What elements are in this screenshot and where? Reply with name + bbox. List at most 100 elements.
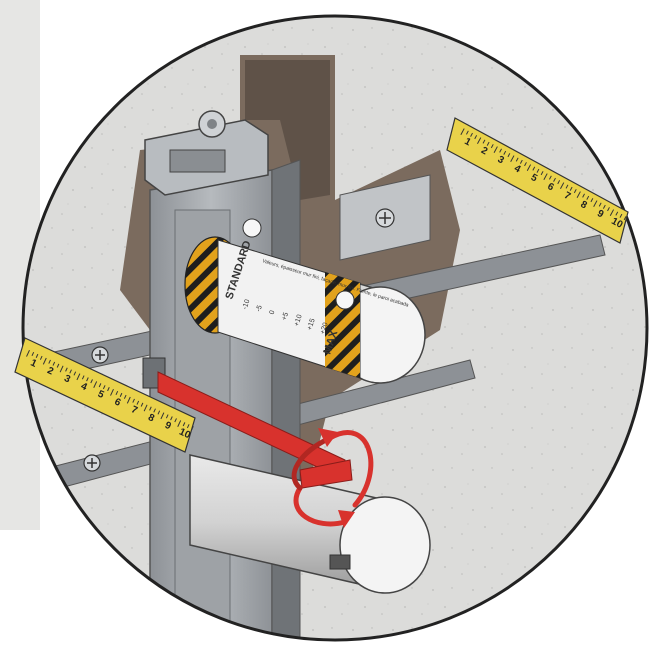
ruler-left-number: 8	[146, 412, 156, 425]
label-scale-value: +15	[306, 318, 316, 332]
ruler-left-tick	[140, 402, 144, 407]
screw-plate-right	[339, 174, 431, 261]
ruler-right-tick	[507, 153, 511, 158]
ruler-left-tick	[115, 390, 119, 395]
ruler-left-tick	[165, 414, 169, 419]
ruler-right-tick	[526, 164, 532, 171]
label-scale-value: -5	[255, 304, 264, 312]
ruler-left-tick	[119, 392, 123, 397]
ruler-right-number: 4	[512, 163, 523, 176]
ruler-left-number: 3	[62, 373, 72, 386]
ruler-right-tick	[477, 137, 482, 144]
ruler-left-number: 9	[163, 420, 173, 433]
ruler-left-tick	[123, 394, 127, 399]
label-scale-value: +10	[293, 314, 303, 328]
alignment-arrow	[157, 371, 353, 489]
ruler-left-tick	[81, 375, 85, 380]
ruler-left-tick	[170, 416, 173, 421]
ruler-right-number: 7	[562, 190, 573, 203]
lower-cylinder-slot	[329, 554, 351, 570]
ruler-left-number: 2	[45, 365, 55, 378]
ruler-right-tick	[615, 211, 619, 216]
ruler-left-tick	[52, 361, 56, 366]
ruler-right-tick	[607, 207, 610, 212]
ruler-left-tick	[76, 373, 81, 381]
ruler-right-number: 2	[479, 145, 490, 158]
ruler-right-tick	[549, 175, 552, 180]
ruler-right-tick	[519, 159, 523, 164]
ruler-right-tick	[493, 146, 498, 153]
ruler-right-tick	[510, 155, 515, 162]
ruler-left-tick	[143, 404, 148, 412]
ruler-left-tick	[107, 387, 110, 392]
ruler-left-tick	[93, 381, 98, 388]
ruler-left-tick	[31, 351, 35, 356]
ruler-left-tick	[48, 359, 51, 364]
ruler-right-tick	[474, 135, 478, 140]
rotate-icon	[291, 430, 374, 527]
ruler-left-tick	[177, 420, 182, 427]
ruler-left-number: 4	[79, 381, 89, 394]
screw-plate-left-lower	[83, 454, 101, 472]
ruler-right-tick	[565, 184, 569, 189]
ruler-right-tick	[532, 166, 536, 171]
ruler-right-tick	[515, 157, 519, 162]
ruler-right-tick	[569, 186, 573, 191]
ruler-left-tick	[132, 398, 135, 403]
ruler-left-tick	[191, 426, 194, 431]
ruler-right-tick	[573, 189, 577, 194]
ruler-left-tick	[73, 371, 77, 376]
ruler-left-number: 6	[113, 396, 123, 409]
ruler-right-tick	[619, 213, 623, 218]
ruler-right-tick	[466, 130, 469, 135]
ruler-left-tick	[136, 400, 140, 405]
ruler-right-tick	[524, 162, 527, 167]
ruler-right-tick	[590, 198, 594, 203]
ruler-left-tick	[26, 349, 30, 357]
ruler-right-tick	[503, 150, 507, 155]
ruler-right-number: 6	[545, 181, 556, 194]
lower-cylinder	[189, 454, 431, 594]
ruler-right-number: 8	[579, 199, 590, 212]
ruler-left-tick	[59, 365, 64, 373]
ruler-right-tick	[582, 193, 585, 198]
smiley-face-icon-top	[242, 218, 262, 238]
label-scale-value: +20	[319, 322, 329, 336]
ruler-left-tick	[149, 406, 152, 411]
ruler-left-tick	[157, 410, 161, 415]
ruler-left-tick	[102, 385, 106, 390]
ruler-left-tick	[186, 424, 190, 429]
ruler-left-number: 7	[129, 404, 139, 417]
ruler-right-tick	[593, 200, 598, 207]
ruler-right-number: 10	[609, 216, 624, 231]
ruler-left-tick	[69, 369, 72, 374]
rotate-arrowhead-bottom	[338, 510, 355, 528]
ruler-left-tick	[160, 412, 165, 420]
ruler-right-tick	[557, 180, 561, 185]
wall-recess-shadow	[245, 60, 330, 200]
ruler-right-tick	[460, 128, 465, 135]
ruler-left-tick	[42, 357, 47, 365]
ruler-right-tick	[598, 202, 602, 207]
ruler-right-number: 1	[462, 136, 473, 149]
smiley-face-icon-bottom	[335, 290, 355, 310]
ruler-right-tick	[543, 173, 548, 180]
ruler-right-tick	[553, 177, 556, 182]
ruler-right-tick	[586, 195, 590, 200]
ruler-left-tick	[65, 367, 68, 372]
ruler-left-tick	[126, 396, 131, 404]
ruler-right-tick	[609, 209, 615, 216]
ruler-right-tick	[536, 168, 540, 173]
ruler-right-tick	[602, 204, 606, 209]
ruler-left-tick	[174, 418, 177, 423]
rotate-arrowhead-top	[318, 428, 338, 447]
detail-circle-border	[21, 14, 649, 642]
ruler-right-tick	[470, 132, 473, 137]
top-bracket-slot	[169, 149, 226, 173]
